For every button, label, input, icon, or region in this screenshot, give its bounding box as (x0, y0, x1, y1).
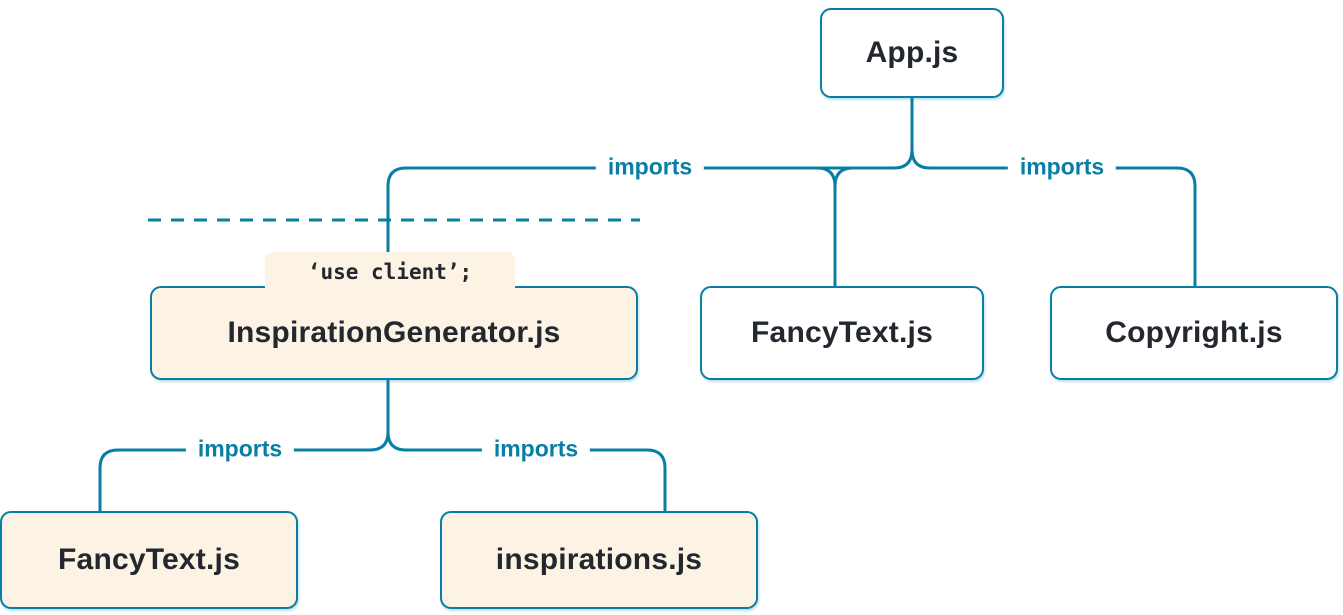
node-fancytext-js-top: FancyText.js (700, 286, 984, 380)
imports-label: imports (185, 434, 295, 464)
node-fancytext-js-bottom: FancyText.js (0, 511, 298, 609)
imports-label: imports (595, 152, 705, 182)
node-inspirations-js: inspirations.js (440, 511, 758, 609)
imports-label: imports (481, 434, 591, 464)
edge-app-to-fancytext (816, 166, 854, 292)
node-inspiration-generator-js: InspirationGenerator.js (150, 286, 638, 380)
imports-label: imports (1007, 152, 1117, 182)
node-copyright-js: Copyright.js (1050, 286, 1338, 380)
edge-app-to-copyright (910, 149, 1197, 292)
use-client-directive-badge: ‘use client’; (265, 252, 515, 292)
node-app-js: App.js (820, 8, 1004, 98)
edge-inspiration-generator-to-inspirations (386, 431, 667, 516)
